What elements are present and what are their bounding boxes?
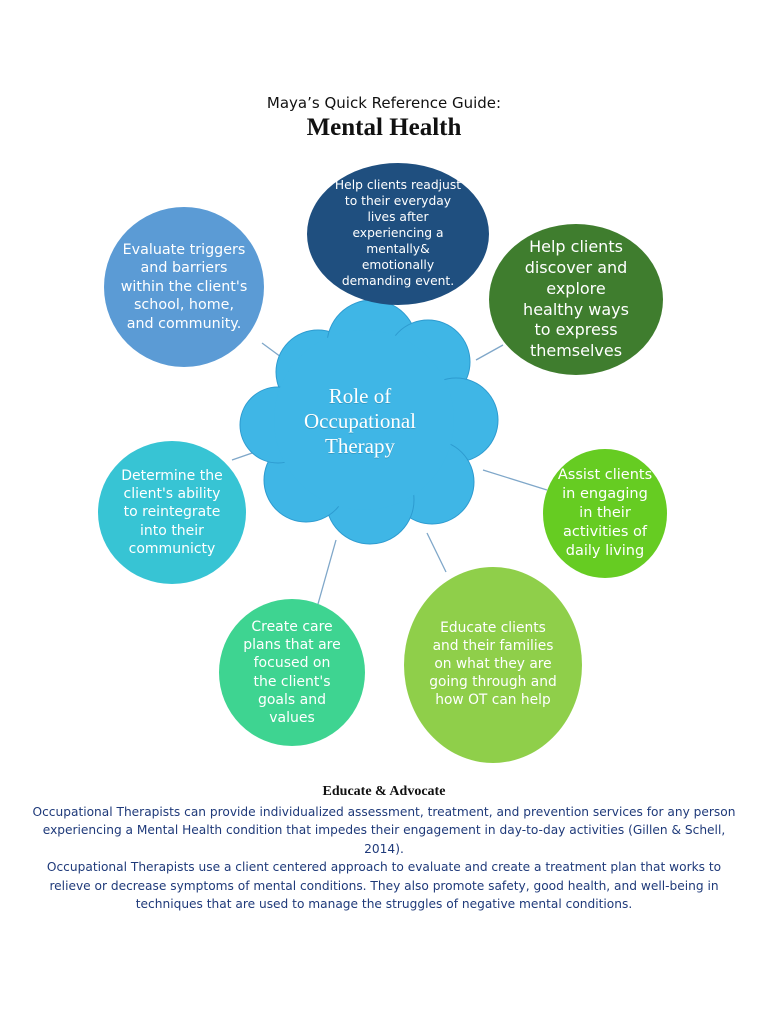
connector-daily bbox=[482, 469, 548, 491]
bubble-readjust-text: Help clients readjust to their everyday … bbox=[334, 178, 462, 288]
bubble-care-plans: Create care plans that are focused on th… bbox=[219, 599, 365, 746]
bubble-reintegrate-text: Determine the client's ability to reinte… bbox=[121, 468, 223, 557]
connector-care-plans bbox=[317, 539, 337, 605]
connector-reintegrate bbox=[231, 451, 256, 461]
bubble-daily-text: Assist clients in engaging in their acti… bbox=[557, 467, 653, 559]
guide-subtitle: Maya’s Quick Reference Guide: bbox=[266, 94, 502, 112]
connector-triggers bbox=[261, 342, 282, 358]
bubble-daily: Assist clients in engaging in their acti… bbox=[543, 449, 667, 578]
bubble-triggers: Evaluate triggers and barriers within th… bbox=[104, 207, 264, 367]
paragraph-1: Occupational Therapists can provide indi… bbox=[32, 804, 736, 856]
bubble-educate-text: Educate clients and their families on wh… bbox=[429, 620, 557, 708]
central-cloud bbox=[239, 299, 499, 545]
bubble-explore: Help clients discover and explore health… bbox=[489, 224, 663, 375]
connector-explore bbox=[475, 344, 504, 361]
section-heading: Educate & Advocate bbox=[322, 784, 446, 799]
page-title: Mental Health bbox=[306, 114, 462, 141]
bubble-readjust: Help clients readjust to their everyday … bbox=[307, 163, 489, 305]
bubble-explore-text: Help clients discover and explore health… bbox=[523, 237, 629, 361]
connector-educate bbox=[426, 532, 447, 573]
paragraph-2: Occupational Therapists use a client cen… bbox=[46, 860, 722, 911]
bubble-reintegrate: Determine the client's ability to reinte… bbox=[98, 441, 246, 584]
educate-advocate-section: Educate & Advocate Occupational Therapis… bbox=[30, 783, 738, 914]
center-label: Role of Occupational Therapy bbox=[304, 384, 416, 459]
bubble-triggers-text: Evaluate triggers and barriers within th… bbox=[120, 241, 248, 332]
bubble-care-plans-text: Create care plans that are focused on th… bbox=[243, 618, 341, 726]
bubble-educate: Educate clients and their families on wh… bbox=[404, 567, 582, 763]
